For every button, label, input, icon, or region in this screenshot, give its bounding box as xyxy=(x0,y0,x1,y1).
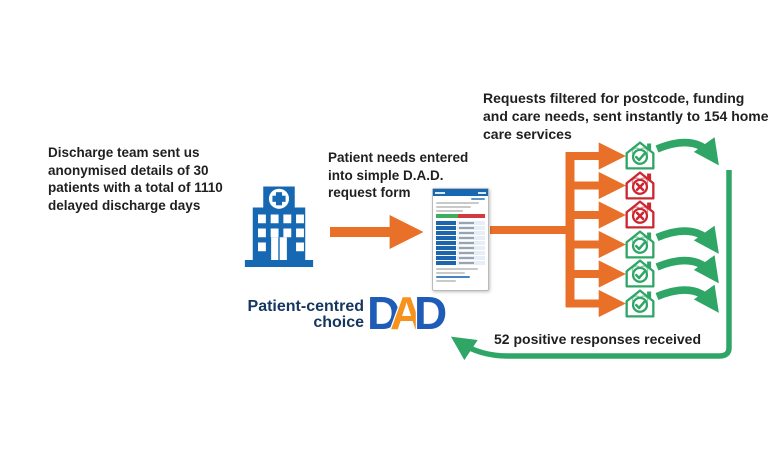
response-arrow xyxy=(655,225,719,254)
fanout-branches xyxy=(566,142,626,318)
logo-tagline-line2: choice xyxy=(313,314,364,331)
response-arrow xyxy=(655,137,719,166)
form-field-label xyxy=(436,261,456,265)
form-field-label xyxy=(436,246,456,250)
logo-letter: D xyxy=(413,287,449,340)
home-check-icon xyxy=(624,229,656,260)
form-text-line xyxy=(436,202,480,204)
hospital-icon xyxy=(244,186,314,267)
form-field-row xyxy=(436,226,485,230)
form-field-value xyxy=(456,251,485,255)
patient-needs-note: Patient needs entered into simple D.A.D.… xyxy=(328,150,469,201)
form-ref-line xyxy=(471,198,485,200)
form-field-value xyxy=(456,231,485,235)
form-field-value xyxy=(456,226,485,230)
form-field-label xyxy=(436,241,456,245)
form-table xyxy=(436,221,485,265)
form-status-red xyxy=(458,214,485,218)
form-field-label xyxy=(436,251,456,255)
logo-tagline: Patient-centred choice xyxy=(218,299,364,331)
form-field-row xyxy=(436,261,485,265)
home-check-icon xyxy=(624,288,656,319)
response-arrow xyxy=(655,255,719,284)
form-field-row xyxy=(436,221,485,225)
form-field-row xyxy=(436,236,485,240)
form-field-row xyxy=(436,241,485,245)
form-field-row xyxy=(436,231,485,235)
form-status-green xyxy=(436,214,459,218)
feedback-loop-arrow xyxy=(450,170,732,361)
form-field-value xyxy=(456,221,485,225)
discharge-team-note: Discharge team sent us anonymised detail… xyxy=(48,145,223,213)
response-curves xyxy=(655,137,719,313)
positive-responses-note: 52 positive responses received xyxy=(494,331,701,347)
form-body xyxy=(433,196,488,284)
form-field-value xyxy=(456,261,485,265)
logo-letter: D xyxy=(366,287,402,340)
form-field-label xyxy=(436,231,456,235)
form-field-row xyxy=(436,251,485,255)
logo-tagline-line1: Patient-centred xyxy=(247,298,364,315)
requests-filtered-note: Requests filtered for postcode, funding … xyxy=(483,90,768,143)
form-field-value xyxy=(456,236,485,240)
form-field-label xyxy=(436,221,456,225)
home-x-icon xyxy=(624,170,656,201)
request-form-thumbnail xyxy=(432,188,489,291)
form-field-row xyxy=(436,256,485,260)
form-field-label xyxy=(436,256,456,260)
home-check-icon xyxy=(624,258,656,289)
form-field-row xyxy=(436,246,485,250)
home-x-icon xyxy=(624,199,656,230)
form-field-value xyxy=(456,241,485,245)
logo-letter: A xyxy=(389,287,425,340)
response-arrow xyxy=(655,284,719,313)
form-logo-mark xyxy=(435,191,445,194)
form-text-line xyxy=(436,268,478,270)
form-link-line xyxy=(436,276,471,278)
home-check-icon xyxy=(624,140,656,171)
form-header-bar xyxy=(433,189,488,196)
form-status-bar xyxy=(436,214,485,218)
form-field-label xyxy=(436,226,456,230)
form-field-value xyxy=(456,246,485,250)
form-header-label xyxy=(478,191,486,194)
form-text-line xyxy=(436,210,463,212)
form-field-label xyxy=(436,236,456,240)
form-text-line xyxy=(436,272,466,274)
form-field-value xyxy=(456,256,485,260)
form-text-line xyxy=(436,280,456,282)
form-text-line xyxy=(436,206,472,208)
